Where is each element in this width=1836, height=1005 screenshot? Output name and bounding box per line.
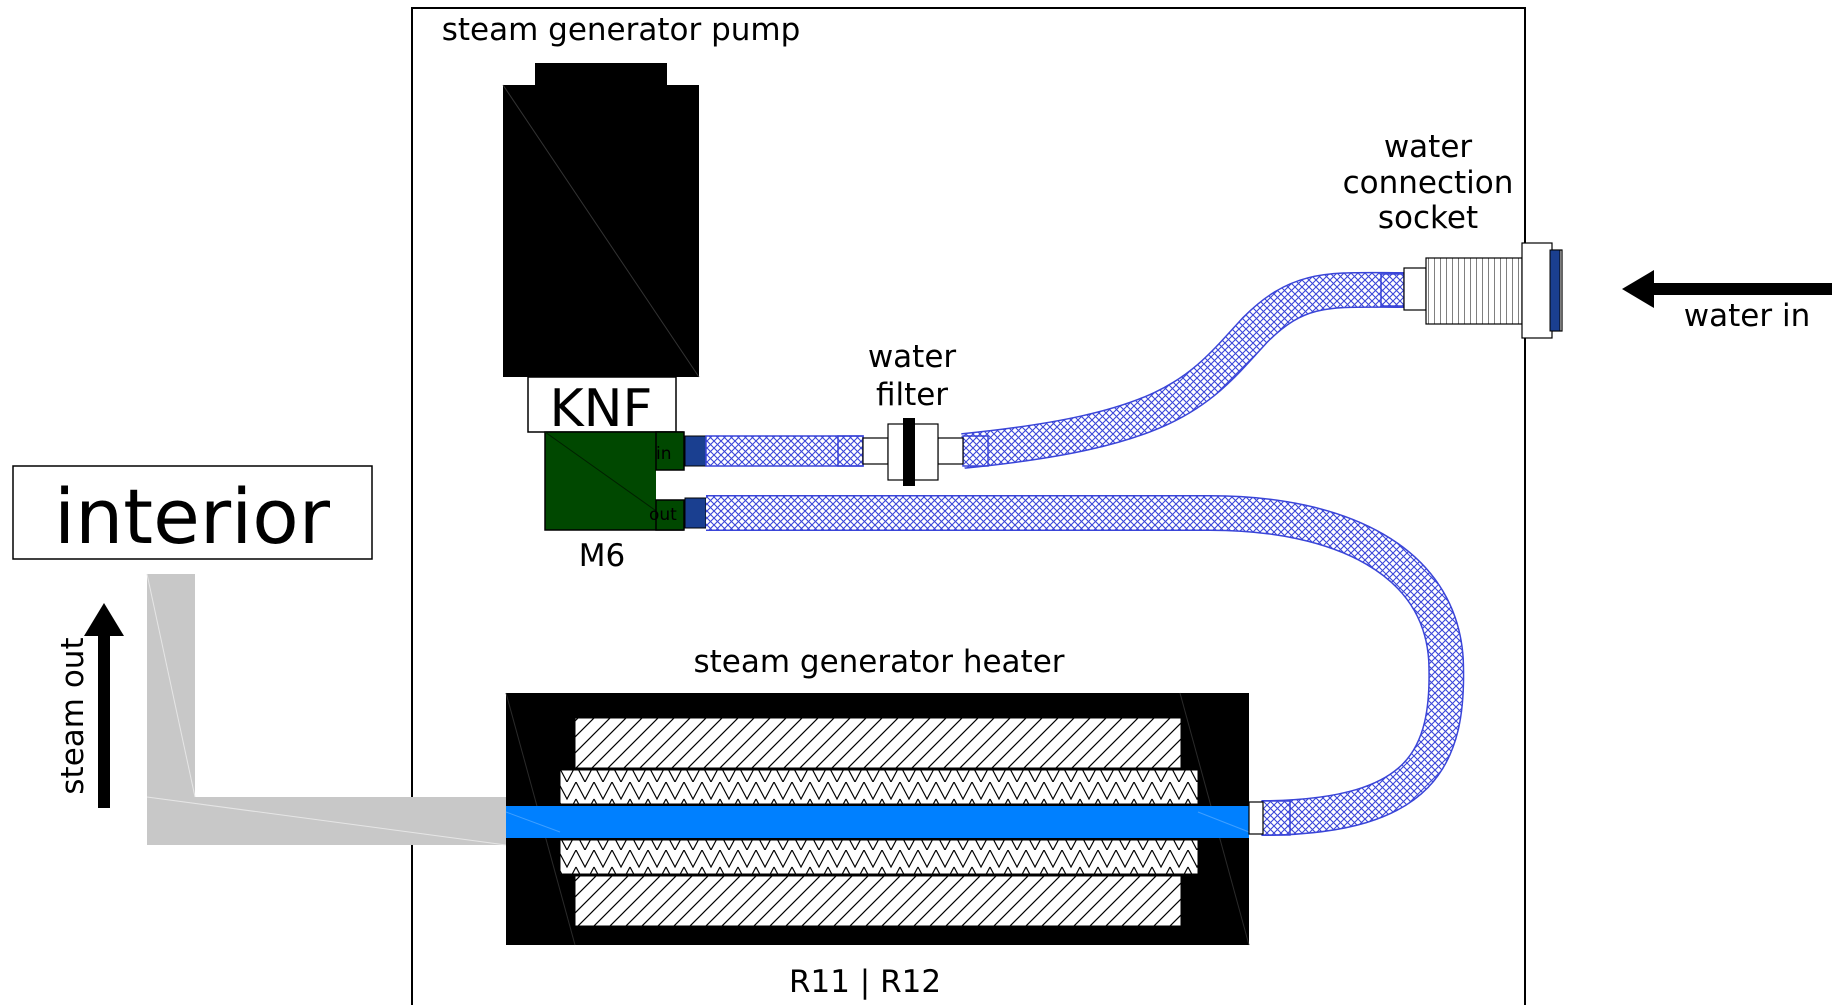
- steam-pipe: [147, 574, 506, 845]
- interior-label: interior: [54, 472, 331, 561]
- enclosure-outline: [411, 7, 1526, 1005]
- socket-thread: [1425, 257, 1523, 325]
- socket-label-line2: connection: [1343, 165, 1514, 201]
- heater-water-channel: [506, 806, 1249, 838]
- steam-generator-heater: [505, 692, 1250, 946]
- water-filter-label-line2: filter: [876, 377, 948, 413]
- socket-label-line1: water: [1384, 129, 1473, 165]
- steam-generator-pump: KNF in out: [502, 63, 707, 531]
- steam-out-label: steam out: [55, 637, 91, 794]
- heater-label: steam generator heater: [693, 644, 1064, 680]
- pump-label: steam generator pump: [442, 12, 801, 48]
- filter-element: [903, 418, 915, 486]
- pump-in-fitting: [684, 435, 707, 467]
- water-filter: [862, 418, 964, 486]
- pump-port-out-label: out: [649, 505, 677, 525]
- pump-head: in out: [544, 431, 686, 531]
- pump-cap: [535, 63, 667, 85]
- heater-element-bottom: [574, 875, 1182, 927]
- pump-id-label: M6: [579, 538, 625, 574]
- water-in-arrow: [1622, 270, 1832, 308]
- water-connection-socket: [1403, 242, 1563, 339]
- water-filter-label-line1: water: [868, 339, 957, 375]
- pump-brand-text: KNF: [550, 379, 653, 439]
- interior-box: [12, 465, 373, 560]
- socket-label-line3: socket: [1378, 200, 1478, 236]
- heater-id-label: R11 | R12: [789, 964, 941, 1000]
- heater-outlet-fitting: [1248, 801, 1264, 835]
- hose-pump-to-filter: [705, 435, 864, 467]
- pump-port-in-label: in: [656, 444, 672, 464]
- socket-seal: [1549, 249, 1561, 332]
- pump-brand-plate: [527, 376, 677, 433]
- steam-out-arrow: [84, 603, 124, 808]
- pump-out-fitting: [684, 497, 707, 529]
- heater-element-top: [574, 717, 1182, 769]
- water-in-label: water in: [1684, 298, 1810, 334]
- heater-sleeve-bottom: [559, 839, 1199, 875]
- heater-sleeve-top: [559, 769, 1199, 805]
